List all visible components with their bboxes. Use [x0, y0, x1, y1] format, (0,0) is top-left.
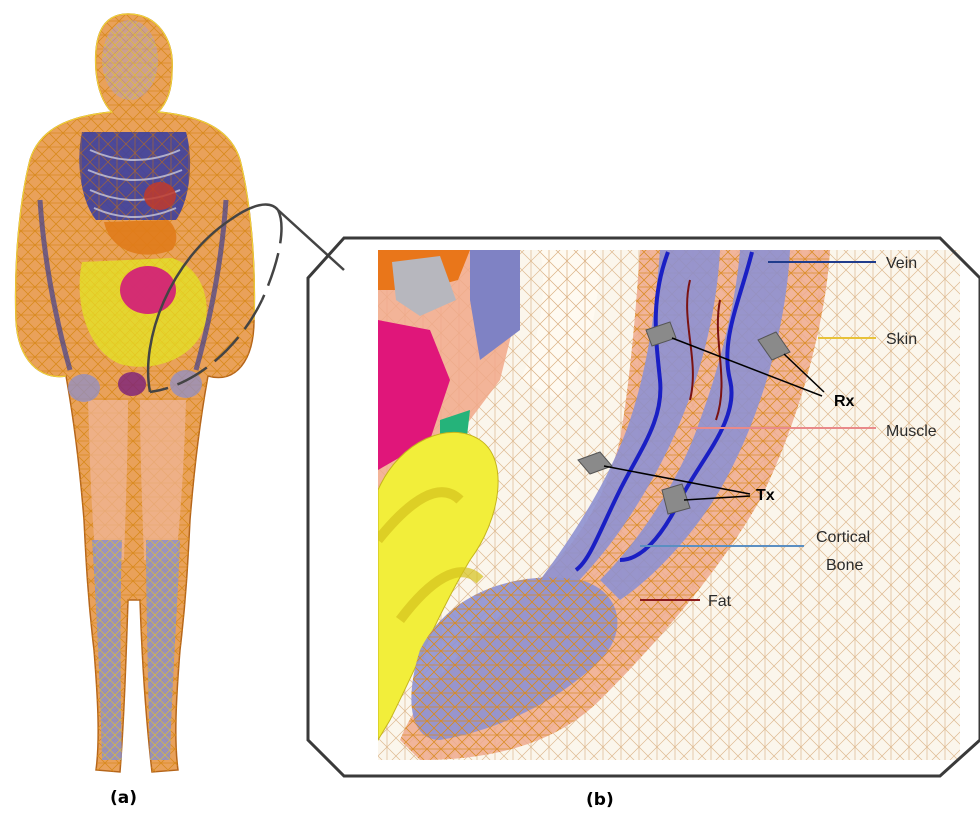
caption-b: (b) [586, 790, 614, 810]
full-body-phantom [16, 14, 255, 772]
zoom-panel [308, 238, 980, 776]
caption-a: (a) [110, 788, 137, 808]
label-skin: Skin [886, 330, 917, 350]
label-cortical-line2: Bone [826, 556, 863, 576]
label-fat: Fat [708, 592, 731, 612]
label-vein: Vein [886, 254, 917, 274]
label-muscle: Muscle [886, 422, 937, 442]
label-tx: Tx [756, 486, 775, 506]
label-rx: Rx [834, 392, 854, 412]
label-cortical-line1: Cortical [816, 528, 870, 548]
